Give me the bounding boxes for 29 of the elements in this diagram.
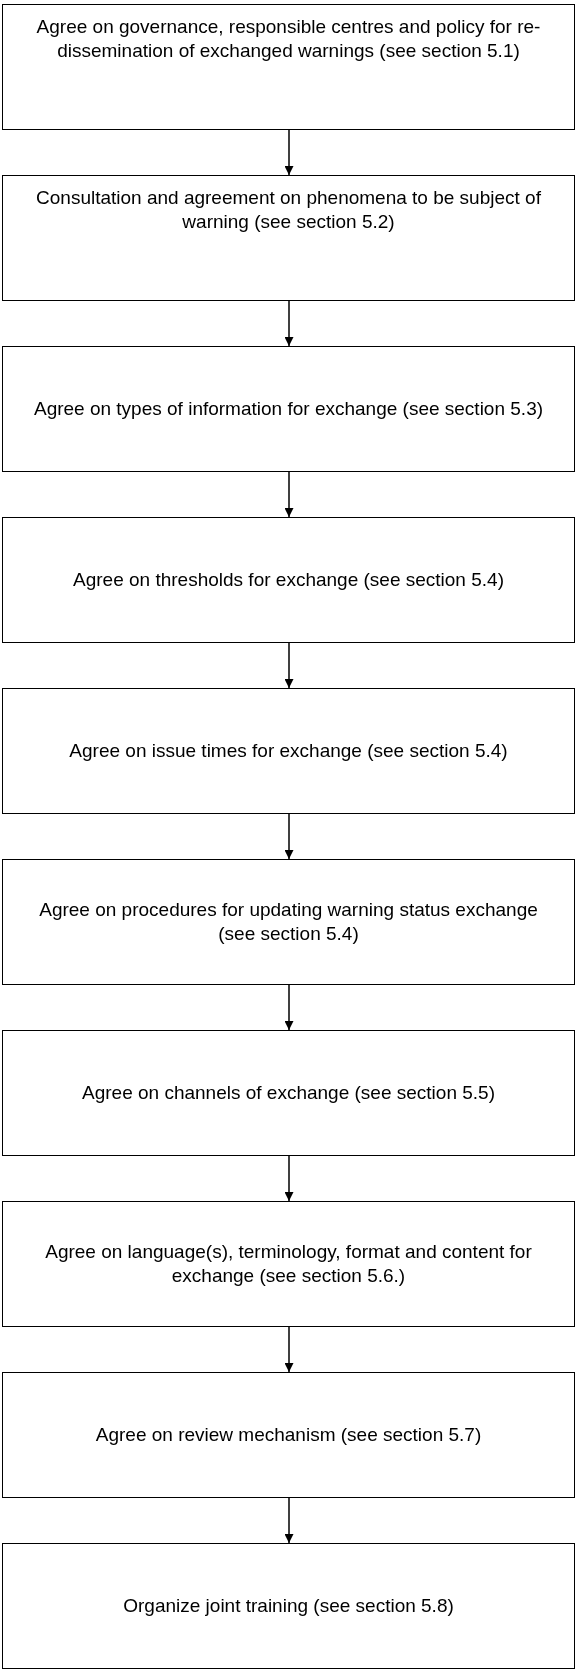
- arrow: [284, 984, 294, 1031]
- arrow: [284, 471, 294, 518]
- process-box: [2, 1201, 575, 1327]
- process-box: [2, 859, 575, 985]
- arrow: [284, 813, 294, 860]
- arrow: [284, 642, 294, 689]
- process-box: [2, 1030, 575, 1156]
- arrow: [284, 300, 294, 347]
- arrow: [284, 129, 294, 176]
- step-text: Agree on thresholds for exchange (see section 5.4): [73, 568, 504, 592]
- arrow: [284, 1155, 294, 1202]
- step-text: Agree on types of information for exchange (see section 5.3): [33, 397, 544, 421]
- process-box: [2, 688, 575, 814]
- process-box: [2, 346, 575, 472]
- arrow: [284, 1326, 294, 1373]
- step-text: Consultation and agreement on phenomena to be subject of warning (see section 5.2): [35, 186, 542, 234]
- process-box: [2, 1372, 575, 1498]
- step-text: Agree on review mechanism (see section 5.7): [95, 1423, 482, 1447]
- process-box: [2, 4, 575, 130]
- process-box: [2, 175, 575, 301]
- step-text: Agree on procedures for updating warning status exchange (see section 5.4): [38, 898, 539, 946]
- step-text: Agree on governance, responsible centres and policy for re-dissemination of exchanged warnings (see section 5.1): [35, 15, 542, 63]
- step-text: Agree on channels of exchange (see section 5.5): [82, 1081, 495, 1105]
- step-text: Agree on language(s), terminology, format and content for exchange (see section 5.6.): [44, 1240, 533, 1288]
- arrow: [284, 1497, 294, 1544]
- process-box: [2, 1543, 575, 1669]
- process-box: [2, 517, 575, 643]
- step-text: Agree on issue times for exchange (see section 5.4): [69, 739, 508, 763]
- step-text: Organize joint training (see section 5.8): [123, 1594, 454, 1618]
